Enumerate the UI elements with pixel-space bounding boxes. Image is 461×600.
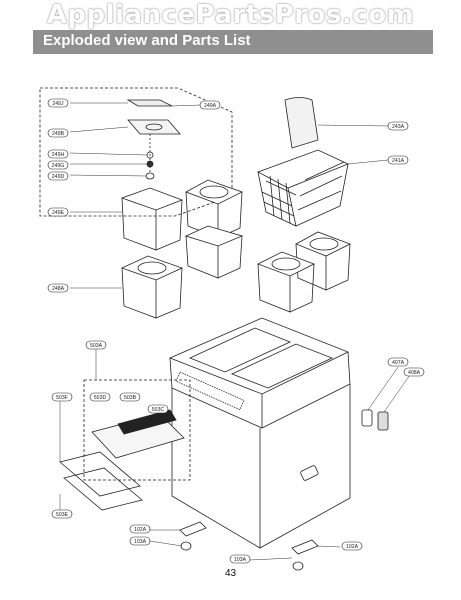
part-container-right-upper bbox=[295, 231, 351, 291]
callout-label: 503B bbox=[124, 395, 137, 401]
callout-249j: 249J bbox=[47, 98, 69, 108]
callout-503e: 503E bbox=[51, 509, 73, 519]
part-249d bbox=[145, 172, 155, 180]
title-bar: Exploded view and Parts List bbox=[33, 30, 433, 54]
callout-503c: 503C bbox=[147, 404, 169, 414]
callout-label: 503F bbox=[56, 395, 68, 401]
page-title: Exploded view and Parts List bbox=[43, 32, 251, 49]
callout-label: 249J bbox=[52, 101, 64, 107]
callout-label: 241A bbox=[392, 158, 405, 164]
callout-label: 248A bbox=[52, 286, 65, 292]
callout-503d: 503D bbox=[89, 392, 111, 402]
callout-102a: 102A bbox=[341, 541, 363, 551]
part-divider bbox=[284, 97, 319, 149]
callout-103a: 103A bbox=[229, 554, 251, 564]
control-panel-boundary bbox=[83, 379, 191, 481]
part-407a bbox=[361, 409, 373, 427]
part-caster-left bbox=[179, 521, 207, 551]
callout-label: 102A bbox=[134, 527, 147, 533]
callout-503b: 503B bbox=[119, 392, 141, 402]
callout-248a: 248A bbox=[47, 283, 69, 293]
callout-label: 407A bbox=[392, 360, 405, 366]
part-strip-503e bbox=[63, 467, 143, 511]
callout-label: 103A bbox=[134, 539, 147, 545]
callout-103a: 103A bbox=[129, 536, 151, 546]
callout-408a: 408A bbox=[403, 367, 425, 377]
part-container-left-upper bbox=[120, 187, 184, 251]
part-lid-plate bbox=[127, 119, 181, 135]
callout-label: 503E bbox=[56, 512, 69, 518]
callout-label: 249H bbox=[52, 152, 65, 158]
callout-label: 243A bbox=[392, 124, 405, 130]
callout-label: 503C bbox=[152, 407, 165, 413]
callout-label: 249B bbox=[52, 131, 65, 137]
callout-249b: 249B bbox=[47, 128, 69, 138]
callout-label: 503D bbox=[94, 395, 107, 401]
watermark: AppliancePartsPros.com bbox=[46, 0, 415, 30]
page-number: 43 bbox=[224, 568, 237, 579]
callout-249h: 249H bbox=[47, 149, 69, 159]
part-caster-right bbox=[291, 539, 319, 571]
part-container-right-lower bbox=[257, 251, 315, 313]
callout-label: 249A bbox=[204, 103, 217, 109]
callout-249a: 249A bbox=[199, 100, 221, 110]
part-408a bbox=[377, 411, 389, 431]
callout-label: 103A bbox=[234, 557, 247, 563]
part-handle bbox=[126, 99, 173, 107]
callout-241a: 241A bbox=[387, 155, 409, 165]
callout-label: 102A bbox=[346, 544, 359, 550]
callout-243a: 243A bbox=[387, 121, 409, 131]
callout-label: 408A bbox=[408, 370, 421, 376]
part-strip-503f bbox=[59, 451, 141, 497]
callout-249g: 249G bbox=[47, 160, 69, 170]
callout-503f: 503F bbox=[51, 392, 73, 402]
callout-label: 249E bbox=[52, 210, 65, 216]
callout-label: 249D bbox=[52, 174, 65, 180]
callout-label: 503A bbox=[90, 343, 103, 349]
part-container-center-lower bbox=[184, 225, 244, 279]
callout-102a: 102A bbox=[129, 524, 151, 534]
part-wire-basket bbox=[257, 149, 350, 227]
callout-249e: 249E bbox=[47, 207, 69, 217]
part-container-left-lower bbox=[120, 255, 184, 319]
callout-407a: 407A bbox=[387, 357, 409, 367]
part-cabinet bbox=[168, 317, 351, 549]
callout-503a: 503A bbox=[85, 340, 107, 350]
callout-249d: 249D bbox=[47, 171, 69, 181]
callout-label: 249G bbox=[52, 163, 65, 169]
